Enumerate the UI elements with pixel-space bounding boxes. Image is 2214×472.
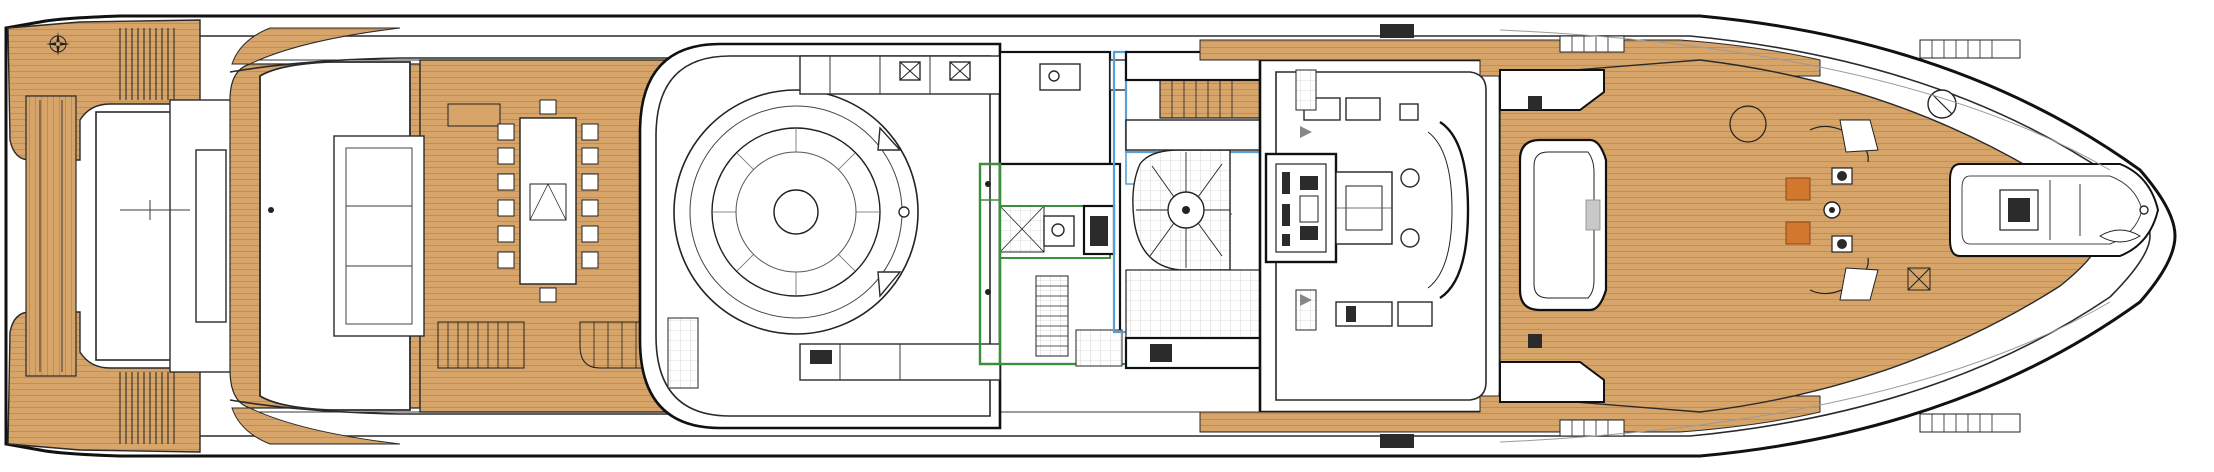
deck-stanchion-lines	[1499, 29, 2111, 443]
owner-stair-landing	[1124, 50, 1262, 151]
spiral-stair-icon	[1132, 149, 1231, 271]
foredeck-seating	[1499, 69, 1608, 403]
aft-garage-area	[95, 99, 241, 373]
foredeck-hatches	[1729, 89, 1957, 291]
sun-pad-icon	[447, 103, 501, 127]
stern-steps	[119, 28, 175, 444]
dining-table-icon	[497, 99, 599, 303]
cabin-corridor	[1124, 269, 1262, 370]
anchor-winch-icon	[1809, 119, 1879, 301]
compass-rose-icon	[46, 32, 70, 56]
bridge-seating	[1295, 69, 1470, 331]
aft-swim-platform	[7, 19, 201, 453]
central-lobby	[998, 50, 1122, 366]
crew-stairs	[1035, 275, 1123, 367]
side-deck-benches	[1380, 24, 1625, 448]
main-saloon	[638, 42, 1002, 430]
helm-console-icon	[1264, 152, 1393, 264]
life-raft-icon	[1785, 177, 1811, 245]
bow-anchors	[1919, 39, 2141, 433]
port-side-rail-aft	[229, 57, 720, 415]
tender-boat	[1949, 163, 2160, 257]
saloon-aft-stair	[667, 317, 699, 389]
aft-saloon-superstructure	[259, 61, 425, 411]
